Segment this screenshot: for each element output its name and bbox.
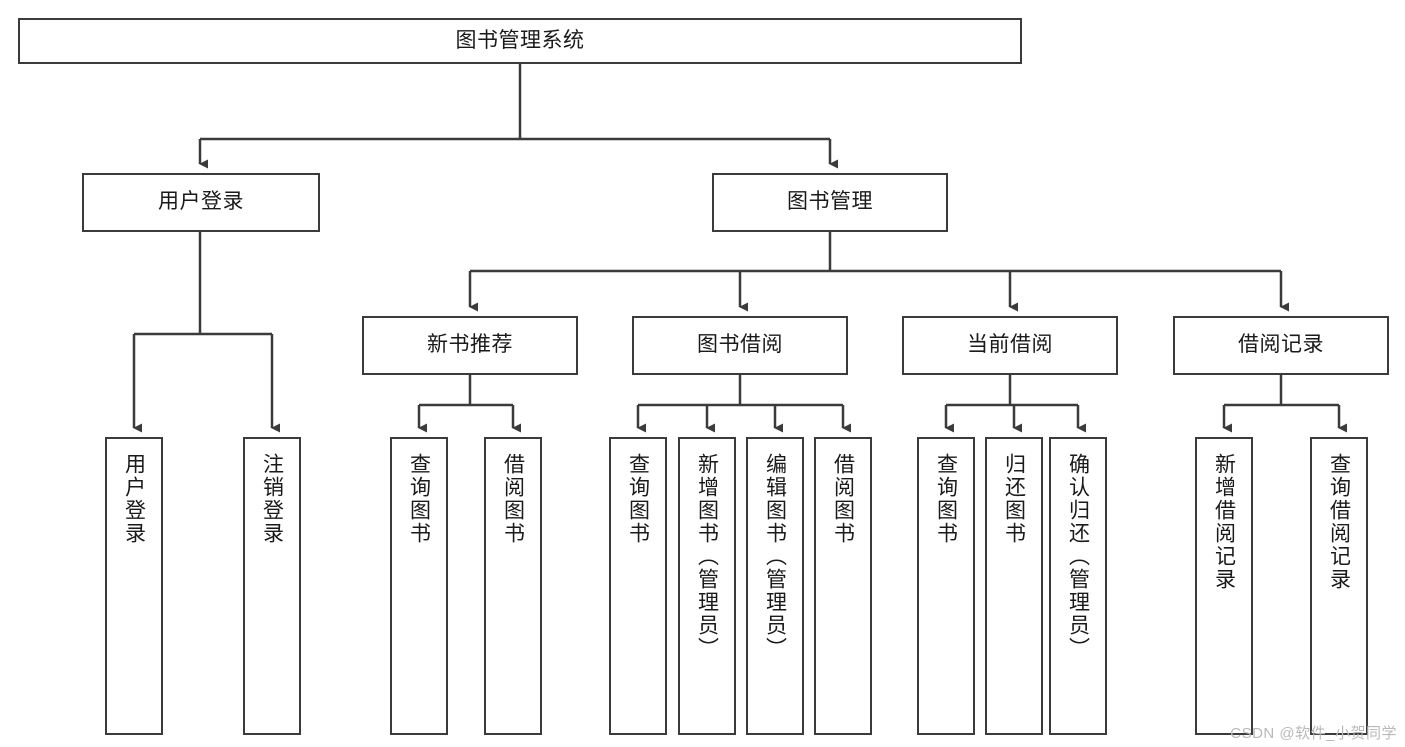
leaf-borrow-edit-book-admin[interactable]: 编辑图书（管理员） bbox=[746, 437, 804, 735]
node-label: 查询图书 bbox=[407, 453, 431, 545]
node-label: 借阅图书 bbox=[501, 453, 525, 545]
node-label: 归还图书 bbox=[1002, 453, 1026, 545]
leaf-borrow-query-book[interactable]: 查询图书 bbox=[609, 437, 667, 735]
node-label: 查询借阅记录 bbox=[1327, 453, 1351, 591]
leaf-record-query-record[interactable]: 查询借阅记录 bbox=[1310, 437, 1368, 735]
leaf-current-return-book[interactable]: 归还图书 bbox=[985, 437, 1043, 735]
leaf-recommend-query-book[interactable]: 查询图书 bbox=[390, 437, 448, 735]
node-current-borrow[interactable]: 当前借阅 bbox=[902, 316, 1118, 375]
leaf-recommend-borrow-book[interactable]: 借阅图书 bbox=[484, 437, 542, 735]
node-label: 新书推荐 bbox=[427, 333, 513, 357]
node-label: 新增借阅记录 bbox=[1212, 453, 1236, 591]
leaf-record-add-record[interactable]: 新增借阅记录 bbox=[1195, 437, 1253, 735]
node-borrow-record[interactable]: 借阅记录 bbox=[1173, 316, 1389, 375]
node-label: 图书管理系统 bbox=[455, 28, 585, 52]
node-book-borrow[interactable]: 图书借阅 bbox=[632, 316, 848, 375]
leaf-current-confirm-return-admin[interactable]: 确认归还（管理员） bbox=[1049, 437, 1107, 735]
node-label: 借阅图书 bbox=[831, 453, 855, 545]
node-label: 注销登录 bbox=[260, 453, 284, 545]
node-root-system[interactable]: 图书管理系统 bbox=[18, 18, 1022, 64]
node-label: 确认归还（管理员） bbox=[1066, 453, 1090, 660]
leaf-borrow-add-book-admin[interactable]: 新增图书（管理员） bbox=[678, 437, 736, 735]
node-label: 图书借阅 bbox=[697, 333, 783, 357]
leaf-user-login-logout[interactable]: 注销登录 bbox=[243, 437, 301, 735]
node-book-management[interactable]: 图书管理 bbox=[712, 173, 948, 232]
node-label: 用户登录 bbox=[122, 453, 146, 545]
node-label: 当前借阅 bbox=[967, 333, 1053, 357]
node-label: 查询图书 bbox=[626, 453, 650, 545]
node-label: 新增图书（管理员） bbox=[695, 453, 719, 660]
node-new-book-recommend[interactable]: 新书推荐 bbox=[362, 316, 578, 375]
node-label: 借阅记录 bbox=[1238, 333, 1324, 357]
node-label: 查询图书 bbox=[934, 453, 958, 545]
node-label: 编辑图书（管理员） bbox=[763, 453, 787, 660]
leaf-current-query-book[interactable]: 查询图书 bbox=[917, 437, 975, 735]
node-label: 用户登录 bbox=[158, 190, 244, 214]
node-label: 图书管理 bbox=[787, 190, 873, 214]
leaf-user-login-login[interactable]: 用户登录 bbox=[105, 437, 163, 735]
node-user-login[interactable]: 用户登录 bbox=[82, 173, 320, 232]
leaf-borrow-borrow-book[interactable]: 借阅图书 bbox=[814, 437, 872, 735]
